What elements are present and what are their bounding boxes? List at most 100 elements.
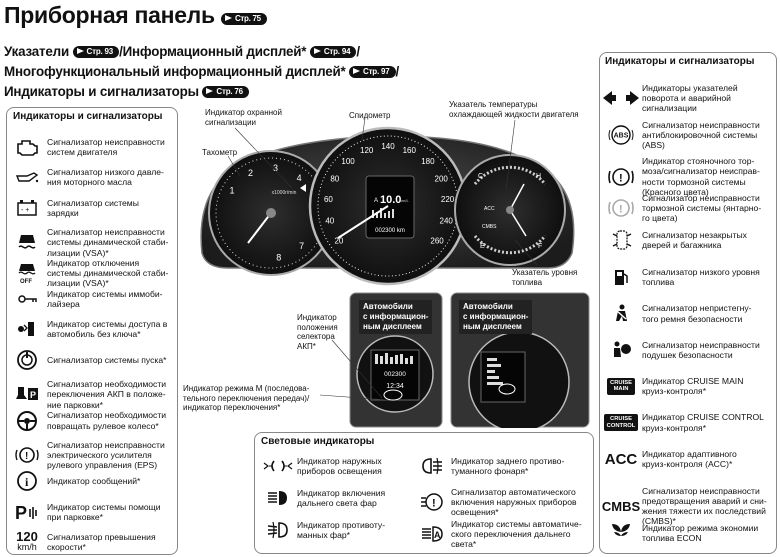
acc-icon: ACC [604,450,638,468]
battery-icon: - + [17,199,37,216]
indicator-symbol [7,318,47,340]
rear-fog-icon [422,457,442,475]
svg-text:!: ! [25,451,28,462]
parking-sensor-icon: P [15,503,37,523]
svg-text:ABS: ABS [614,132,629,139]
speed-tick-label: 160 [403,146,417,155]
indicator-description: Индикатор режима экономии топлива ECON [642,522,759,544]
indicator-symbol [600,87,642,109]
auto-lights-warning-icon: ! [421,493,443,512]
callout-selector-position: Индикатор положения селектора АКП* [297,313,338,351]
speed-tick-label: 200 [435,174,449,183]
indicator-symbol: ! [600,166,642,188]
left-indicator-row: Сигнализатор необходимости повращать рул… [7,410,177,432]
door-open-icon [612,230,632,250]
steering-wheel-icon [17,410,37,431]
indicator-description: Сигнализатор низкого уровня топлива [642,266,760,287]
subhead-indicators: Индикаторы и сигнализаторы Стр. 76 [4,84,249,99]
indicator-symbol [600,303,642,325]
fuel-full-label: F [538,243,542,250]
indicator-symbol [259,455,297,477]
rpm-tick-label: 2 [248,168,253,178]
indicator-symbol [7,136,47,158]
left-indicator-row: Сигнализатор неисправности систем двигат… [7,136,177,158]
svg-text:- +: - + [21,207,29,214]
indicator-symbol: ABS [600,124,642,146]
left-indicator-row: Сигнализатор неисправности системы динам… [7,227,177,258]
indicator-symbol: ! [413,491,451,513]
speed-tick-label: 40 [325,217,334,226]
indicator-symbol [7,166,47,188]
indicator-symbol [600,339,642,361]
temp-needle [509,183,525,211]
right-indicator-row: Сигнализатор незакрытых дверей и багажни… [600,229,776,251]
right-indicators-panel: Индикаторы и сигнализаторы Индикаторы ук… [599,52,777,554]
indicator-description: Сигнализатор непристегну- того ремня без… [642,303,752,324]
light-indicator-row: Индикатор противоту- манных фар* [259,519,409,541]
indicator-description: Сигнализатор превышения скорости* [47,531,156,553]
svg-text:OFF: OFF [20,279,32,284]
indicator-description: Индикатор CRUISE MAIN круиз-контроля* [642,375,744,396]
indicator-symbol: P [7,501,47,523]
indicator-symbol: i [7,470,47,492]
indicator-description: Индикатор отключения системы динамическо… [47,257,169,288]
display-unit: km/L [400,198,409,203]
right-indicator-row: Индикатор режима экономии топлива ECON [600,522,776,544]
indicator-symbol [7,410,47,432]
subhead-ref-badge[interactable]: Стр. 97 [349,66,396,78]
right-indicator-row: ! Сигнализатор неисправности тормозной си… [600,193,776,224]
indicator-description: Индикатор системы помощи при парковке* [47,501,161,522]
subhead-ref-badge[interactable]: Стр. 94 [309,46,357,58]
left-indicator-row: Индикатор системы иммоби- лайзера [7,288,177,310]
indicator-symbol [413,455,451,477]
subhead-ref-badge[interactable]: Стр. 76 [202,86,249,98]
speed-tick-label: 180 [421,157,435,166]
indicator-description: Сигнализатор неисправности подушек безоп… [642,339,760,361]
indicator-symbol: ! [600,197,642,219]
subhead-ref-badge[interactable]: Стр. 93 [72,46,120,58]
front-fog-icon [267,521,288,539]
callout-speedometer: Спидометр [349,111,391,120]
left-panel-title: Индикаторы и сигнализаторы [13,111,163,122]
subhead-gauges: Указатели Стр. 93/Информационный дисплей… [4,44,360,59]
svg-text:!: ! [432,498,436,510]
svg-text:!: ! [619,204,623,216]
svg-text:P: P [15,503,27,523]
indicator-description: Индикатор системы доступа в автомобиль б… [47,319,168,340]
light-indicator-row: Индикатор включения дальнего света фар [259,487,409,509]
page-ref-badge[interactable]: Стр. 75 [220,13,267,25]
instrument-cluster: 12345678 x1000r/min 20406080100120140160… [200,126,575,286]
indicator-description: Индикатор системы автоматиче- ского пере… [451,519,582,550]
cluster-acc-label: ACC [484,206,495,212]
svg-text:!: ! [619,172,623,184]
indicator-description: Сигнализатор системы пуска* [47,354,167,365]
lights-panel-title: Световые индикаторы [261,436,375,447]
airbag-icon [614,341,631,358]
indicator-description: Сигнализатор неисправности системы динам… [47,227,169,258]
temp-hot-label: H [536,173,541,180]
speed-tick-label: 80 [330,174,339,183]
immobilizer-key-icon [18,295,37,303]
rpm-tick-label: 7 [299,241,304,251]
indicator-description: Индикатор адаптивного круиз-контроля (AC… [642,449,737,470]
fuel-needle [509,209,527,237]
inset-right-label: Автомобили с информацион- ным дисплеем [459,300,533,334]
cmbs-icon: CMBS [601,498,641,514]
rpm-unit-label: x1000r/min [272,190,297,196]
left-indicator-row: Сигнализатор низкого давле- ния моторног… [7,166,177,188]
fuel-pump-icon [615,270,628,285]
left-indicator-row: P Индикатор системы помощи при парковке* [7,501,177,523]
lights-panel: Световые индикаторы Индикатор наружных п… [254,432,594,554]
indicator-description: Индикатор противоту- манных фар* [297,519,386,540]
parking-lights-icon [263,460,293,472]
indicator-description: Сигнализатор неисправности тормозной сис… [642,192,762,224]
indicator-symbol: CRUISE MAIN [600,377,642,395]
left-indicator-row: Сигнализатор системы пуска* [7,349,177,371]
callout-security-indicator: Индикатор охранной сигнализации [205,108,282,127]
indicator-symbol [259,487,297,509]
